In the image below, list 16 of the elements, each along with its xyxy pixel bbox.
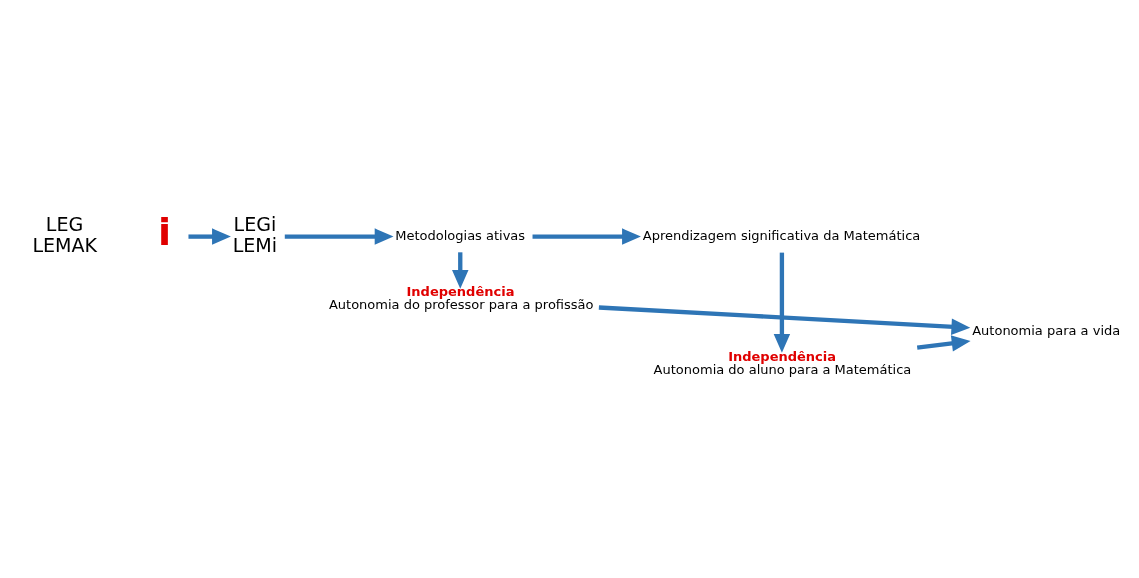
node-text: LEGi LEMi bbox=[232, 212, 278, 256]
node-text: Independência Autonomia do aluno para a Matemática bbox=[653, 348, 912, 377]
label: LEG bbox=[45, 212, 84, 235]
arrow bbox=[284, 227, 394, 245]
arrow bbox=[532, 227, 641, 245]
node-text: Metodologias ativas bbox=[395, 227, 526, 243]
arrow bbox=[916, 334, 971, 352]
node-text: Autonomia para a vida bbox=[972, 322, 1121, 338]
node-text: Aprendizagem significativa da Matemática bbox=[642, 227, 921, 243]
arrow bbox=[598, 304, 971, 335]
arrow bbox=[773, 252, 791, 353]
label: LEMAK bbox=[32, 233, 98, 256]
node-text: i bbox=[158, 209, 172, 254]
node-text: Independência Autonomia do professor para a profissão bbox=[328, 283, 594, 312]
arrow bbox=[188, 227, 231, 245]
arrow bbox=[452, 251, 469, 289]
